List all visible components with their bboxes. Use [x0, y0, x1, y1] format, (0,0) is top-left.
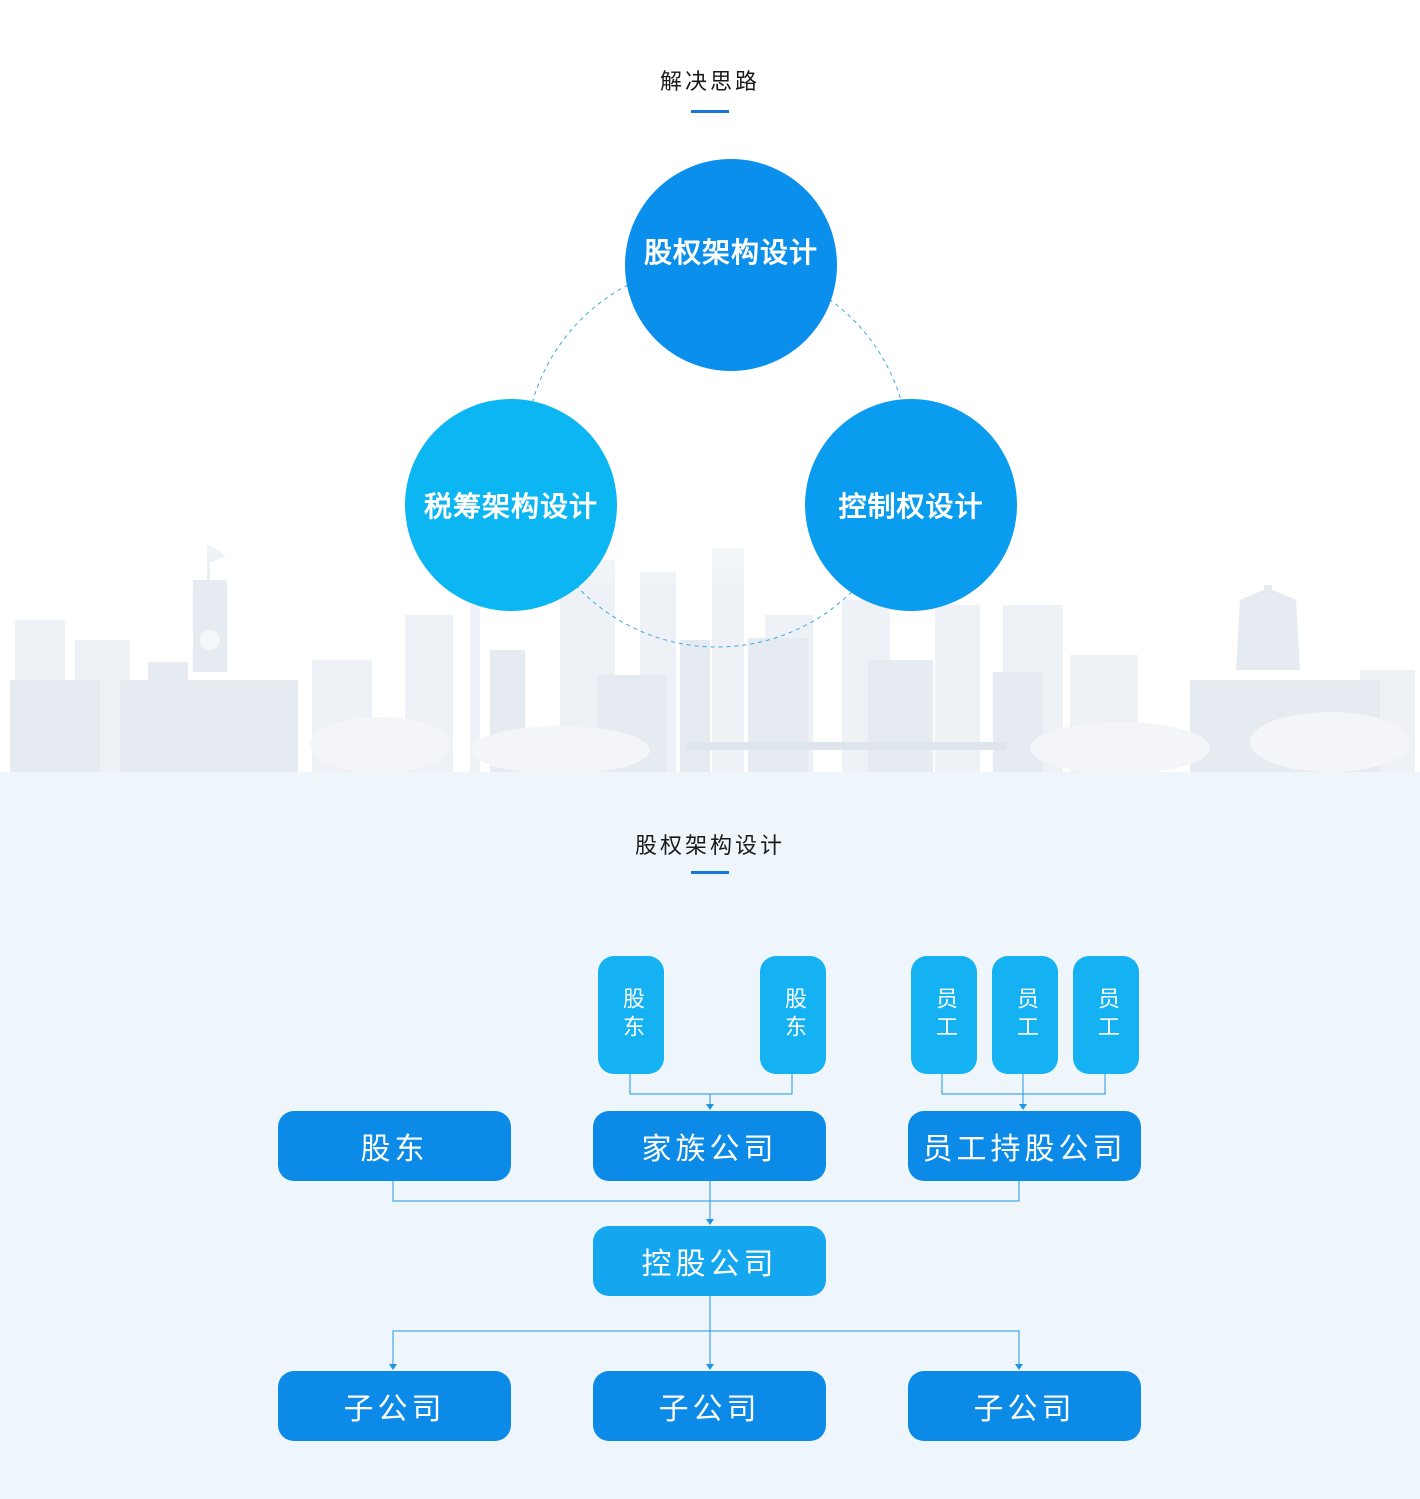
city-skyline-illustration	[0, 480, 1420, 772]
employee-node: 员工	[911, 956, 977, 1074]
shareholder-node: 股东	[598, 956, 664, 1074]
section-title: 股权架构设计	[634, 834, 785, 859]
family-company-box: 家族公司	[593, 1111, 826, 1181]
employee-node: 员工	[992, 956, 1058, 1074]
equity-structure-circle: 股权架构设计	[625, 159, 837, 371]
esop-company-box: 员工持股公司	[908, 1111, 1141, 1181]
subsidiary-box: 子公司	[278, 1371, 511, 1441]
section-title: 解决思路	[659, 70, 760, 95]
holding-company-box: 控股公司	[593, 1226, 826, 1296]
employee-node: 员工	[1073, 956, 1139, 1074]
subsidiary-box: 子公司	[908, 1371, 1141, 1441]
title-underline	[691, 110, 729, 113]
shareholder-box: 股东	[278, 1111, 511, 1181]
circle-label: 税筹架构设计	[423, 490, 598, 523]
shareholder-node: 股东	[760, 956, 826, 1074]
solution-section: 解决思路 股权架构设计 税筹架构设计 控制权设计	[0, 70, 1420, 772]
title-underline	[691, 871, 729, 874]
control-design-circle: 控制权设计	[805, 399, 1017, 611]
subsidiary-box: 子公司	[593, 1371, 826, 1441]
circle-label: 股权架构设计	[643, 236, 818, 269]
tax-structure-circle: 税筹架构设计	[405, 399, 617, 611]
circle-label: 控制权设计	[838, 490, 984, 523]
